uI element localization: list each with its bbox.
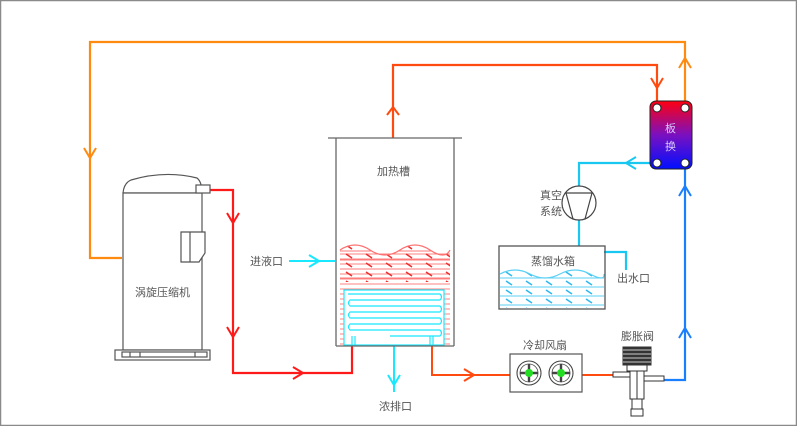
cold-liquid-line — [664, 165, 687, 382]
plate-exchanger-label-1: 板 — [665, 121, 676, 135]
concentrate-drain-line — [387, 345, 401, 392]
arrow-condensate-right-icon — [463, 368, 476, 382]
fan-right-icon — [548, 360, 574, 386]
vapor-line — [391, 63, 659, 138]
hot-gas-line — [210, 188, 354, 375]
arrow-vapor-down-icon — [650, 77, 664, 90]
distilled-water-line — [577, 161, 657, 270]
arrow-cold-up-2-icon — [678, 184, 692, 197]
compressor-label: 涡旋压缩机 — [135, 285, 190, 299]
cooling-fan[interactable] — [509, 353, 583, 393]
arrow-vapor-up-icon — [386, 105, 400, 116]
vacuum-system-label-2: 系统 — [540, 205, 562, 218]
arrow-cold-up-1-icon — [678, 326, 692, 339]
condensate-line — [431, 345, 614, 376]
expansion-valve[interactable] — [612, 346, 665, 417]
arrow-hotgas-right-icon — [292, 366, 305, 380]
expansion-valve-label: 膨胀阀 — [621, 329, 654, 343]
distilled-water-tank[interactable] — [498, 245, 606, 310]
distilled-tank-label: 蒸馏水箱 — [531, 254, 575, 268]
fan-left-icon — [516, 360, 542, 386]
liquid-inlet-label: 进液口 — [250, 254, 283, 268]
cooling-fan-label: 冷却风扇 — [523, 338, 567, 352]
concentrate-outlet-label: 浓排口 — [379, 399, 412, 413]
arrow-suction-up-icon — [678, 56, 692, 69]
heating-tank-label: 加热槽 — [377, 165, 410, 178]
vacuum-system-label-1: 真空 — [540, 188, 562, 202]
arrow-hotgas-down-2-icon — [226, 326, 240, 339]
vacuum-pump-icon[interactable] — [561, 185, 597, 221]
plate-heat-exchanger[interactable] — [649, 100, 693, 170]
plate-exchanger-label-2: 换 — [665, 139, 676, 153]
suction-line — [88, 40, 687, 260]
liquid-inlet-line — [289, 254, 335, 268]
water-outlet-label: 出水口 — [617, 271, 650, 285]
heating-tank[interactable] — [328, 137, 462, 347]
scroll-compressor[interactable] — [114, 173, 211, 361]
arrow-hotgas-down-1-icon — [226, 212, 240, 225]
arrow-water-left-icon — [624, 156, 637, 170]
arrow-suction-down-icon — [83, 147, 97, 160]
